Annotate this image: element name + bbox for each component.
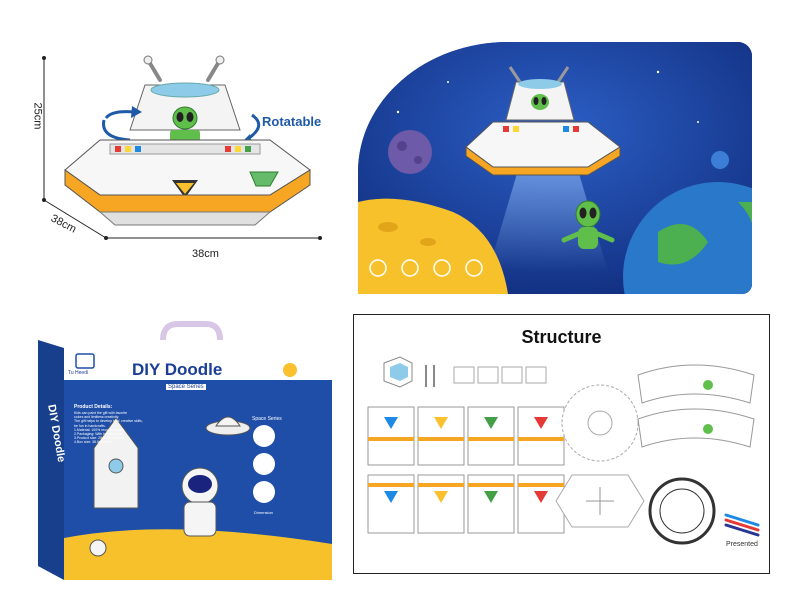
structure-panel: Structure xyxy=(353,314,770,574)
rotatable-label: Rotatable xyxy=(262,114,322,129)
box-subtitle: Space Series xyxy=(166,384,206,390)
depth-dimension-line xyxy=(43,199,107,239)
ufo-dimension-illustration xyxy=(42,55,322,240)
details-line: 1.Material: 100% recycled paper xyxy=(74,427,125,432)
dimensions-panel: 25cm 38cm 38cm Rotatable xyxy=(20,40,350,280)
details-line: 4.Box size: 38.5x31x6cm xyxy=(74,440,113,445)
structure-title: Structure xyxy=(521,327,602,347)
thinking-icon xyxy=(433,259,451,277)
panel-row-2 xyxy=(367,474,565,534)
moon-surface xyxy=(358,198,508,294)
thumbnail-2 xyxy=(253,453,275,475)
feature-icons-row xyxy=(369,259,483,277)
product-box-illustration xyxy=(38,321,332,580)
series-badge: Space Series xyxy=(252,416,282,422)
details-line: 2.Packaging: With handled box xyxy=(74,432,123,437)
box-title: DIY Doodle xyxy=(132,360,223,379)
hand-icon xyxy=(369,259,387,277)
creativity-icon xyxy=(401,259,419,277)
details-line: 3.Product size: 25.5x38.5x38cm xyxy=(74,436,124,441)
presented-label: Presented xyxy=(726,541,758,548)
corner-caption: Dimension xyxy=(254,510,273,515)
space-scene-panel xyxy=(358,42,752,294)
brand-logo-icon xyxy=(75,353,95,369)
thumbnail-3 xyxy=(253,481,275,503)
small-astronaut-icon xyxy=(89,539,107,557)
details-list: Kids can paint the gift with favorite co… xyxy=(74,411,174,445)
product-box-panel: DIY Doodle Space Series Tu Heedi DIY Doo… xyxy=(28,318,340,588)
box-side xyxy=(38,340,64,580)
space-scene-illustration xyxy=(358,42,752,294)
details-line: colors and limitless creativity. xyxy=(74,415,120,420)
rotate-arrow-left-icon xyxy=(104,110,135,120)
thumbnail-1 xyxy=(253,425,275,447)
recycle-icon xyxy=(465,259,483,277)
markers-icon xyxy=(724,513,760,537)
purple-planet-icon xyxy=(388,130,432,174)
height-dimension-label: 25cm xyxy=(31,102,44,130)
details-line: Kids can paint the gift with favorite xyxy=(74,411,128,415)
details-line: be fun in handcrafts. xyxy=(74,423,106,428)
arc-panel-2 xyxy=(637,408,755,448)
arc-panel-1 xyxy=(637,364,755,404)
structure-diagram xyxy=(367,356,760,545)
details-heading: Product Details: xyxy=(74,404,113,410)
sun-icon xyxy=(283,363,297,377)
small-planet-icon xyxy=(711,151,729,169)
width-dimension-label: 38cm xyxy=(192,248,219,260)
brand-name: Tu Heedi xyxy=(68,370,89,376)
panel-row-1 xyxy=(367,406,565,466)
box-handle xyxy=(160,321,223,341)
details-line: The gift helps to develop kids' creative… xyxy=(74,419,143,424)
